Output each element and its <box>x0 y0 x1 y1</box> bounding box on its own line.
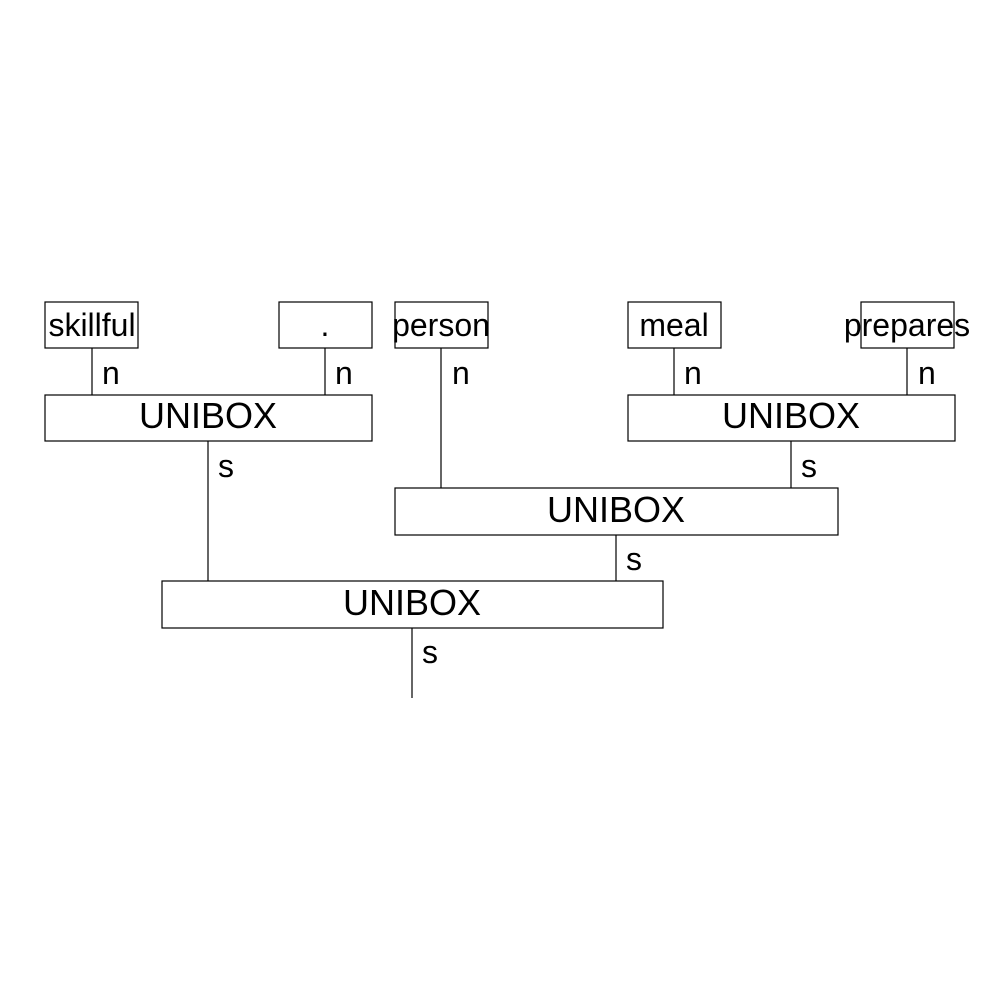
unibox-bottom <box>161 580 664 629</box>
type-label-unibox-right: s <box>801 448 817 484</box>
type-label-unibox-left: s <box>218 448 234 484</box>
type-label-period: n <box>335 355 353 391</box>
unibox-right <box>627 394 956 442</box>
type-label-skillful: n <box>102 355 120 391</box>
type-label-unibox-middle: s <box>626 541 642 577</box>
word-box-skillful <box>44 301 139 349</box>
word-box-person <box>394 301 489 349</box>
unibox-left-label: UNIBOX <box>139 395 277 436</box>
word-label-prepares: prepares <box>844 307 970 343</box>
unibox-middle-label: UNIBOX <box>547 489 685 530</box>
word-label-person: person <box>392 307 490 343</box>
unibox-bottom-label: UNIBOX <box>343 582 481 623</box>
unibox-middle <box>394 487 839 536</box>
word-label-skillful: skillful <box>48 307 135 343</box>
word-box-prepares <box>860 301 955 349</box>
unibox-left <box>44 394 373 442</box>
unibox-right-label: UNIBOX <box>722 395 860 436</box>
type-label-meal: n <box>684 355 702 391</box>
type-label-person: n <box>452 355 470 391</box>
word-label-meal: meal <box>639 307 708 343</box>
word-box-meal <box>627 301 722 349</box>
word-box-period <box>278 301 373 349</box>
type-label-unibox-bottom: s <box>422 634 438 670</box>
type-label-prepares: n <box>918 355 936 391</box>
word-label-period: . <box>321 307 330 343</box>
